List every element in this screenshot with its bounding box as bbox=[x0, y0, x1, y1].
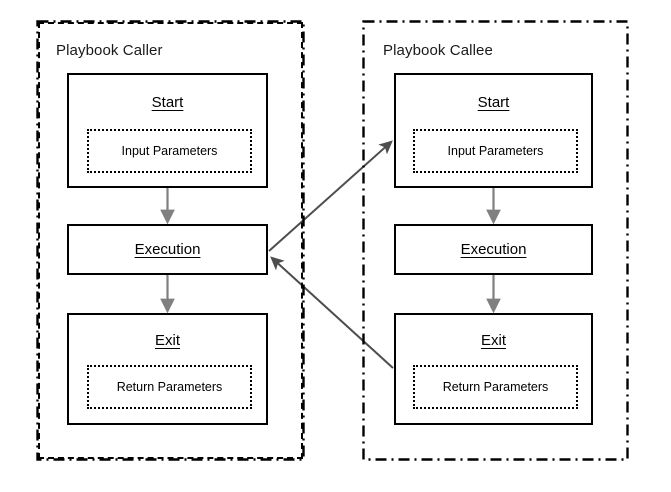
panel-callee-border bbox=[362, 20, 629, 461]
param-box-caller-return[interactable]: Return Parameters bbox=[87, 365, 252, 409]
connector-call-arrow bbox=[268, 140, 393, 252]
node-caller-start-title: Start bbox=[151, 94, 184, 111]
node-callee-exit-title: Exit bbox=[480, 332, 506, 349]
node-callee-execution[interactable]: Execution bbox=[394, 224, 593, 275]
node-caller-execution[interactable]: Execution bbox=[67, 224, 268, 275]
panel-playbook-caller bbox=[38, 22, 303, 459]
connector-return-arrow bbox=[270, 256, 394, 369]
node-callee-execution-title: Execution bbox=[460, 241, 527, 258]
param-label-caller-input: Input Parameters bbox=[121, 144, 218, 158]
node-caller-start[interactable]: Start Input Parameters bbox=[67, 73, 268, 188]
panel-caller-title: Playbook Caller bbox=[56, 42, 163, 59]
param-box-callee-input[interactable]: Input Parameters bbox=[413, 129, 578, 173]
node-caller-execution-title: Execution bbox=[134, 241, 201, 258]
param-box-callee-return[interactable]: Return Parameters bbox=[413, 365, 578, 409]
param-box-caller-input[interactable]: Input Parameters bbox=[87, 129, 252, 173]
panel-callee-title: Playbook Callee bbox=[383, 42, 493, 59]
node-caller-exit-title: Exit bbox=[154, 332, 180, 349]
node-caller-exit[interactable]: Exit Return Parameters bbox=[67, 313, 268, 425]
param-label-callee-input: Input Parameters bbox=[447, 144, 544, 158]
node-callee-exit[interactable]: Exit Return Parameters bbox=[394, 313, 593, 425]
panel-caller-border bbox=[36, 20, 305, 461]
node-callee-start[interactable]: Start Input Parameters bbox=[394, 73, 593, 188]
param-label-caller-return: Return Parameters bbox=[116, 380, 223, 394]
node-callee-start-title: Start bbox=[477, 94, 510, 111]
param-label-callee-return: Return Parameters bbox=[442, 380, 549, 394]
